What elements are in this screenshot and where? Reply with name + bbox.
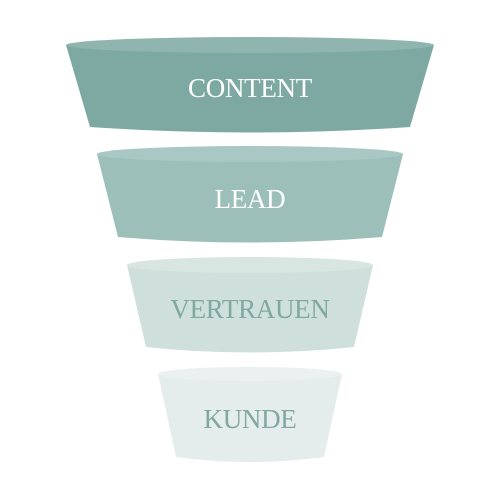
funnel-stage-content-body xyxy=(66,38,434,133)
funnel-stage-kunde-body xyxy=(158,368,342,462)
funnel-stage-content: CONTENT xyxy=(66,37,434,133)
funnel-stage-vertrauen: VERTRAUEN xyxy=(127,257,373,353)
funnel-stage-kunde-top xyxy=(158,367,342,381)
funnel-stage-vertrauen-top xyxy=(127,257,373,273)
funnel-stage-lead: LEAD xyxy=(97,146,403,243)
funnel-stage-vertrauen-body xyxy=(127,259,373,353)
funnel-stage-vertrauen-label: VERTRAUEN xyxy=(170,294,329,324)
funnel-stage-kunde: KUNDE xyxy=(158,367,342,462)
funnel-stage-content-top xyxy=(66,37,434,53)
funnel-stage-lead-body xyxy=(97,148,403,243)
funnel-stage-lead-top xyxy=(97,146,403,162)
funnel-stage-lead-label: LEAD xyxy=(215,184,286,214)
funnel-stage-content-label: CONTENT xyxy=(188,73,313,103)
funnel-stage-kunde-label: KUNDE xyxy=(204,404,297,434)
